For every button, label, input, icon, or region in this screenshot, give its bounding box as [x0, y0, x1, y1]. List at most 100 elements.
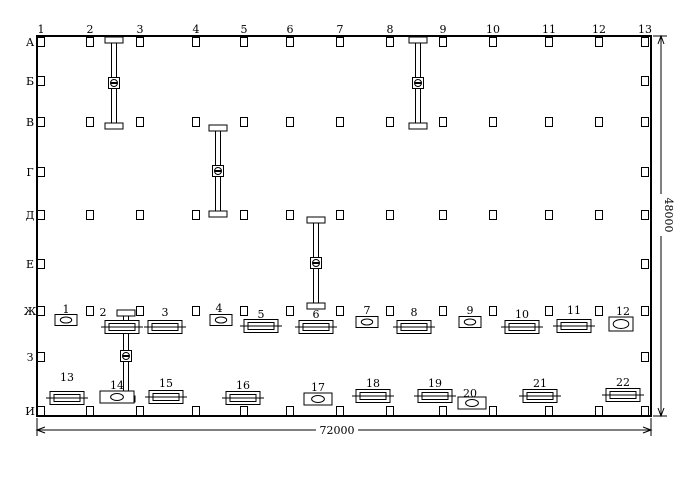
equipment-body	[355, 316, 379, 328]
equipment-vessel	[311, 395, 325, 403]
equipment-unit: 22	[602, 376, 644, 402]
equipment-unit: 16	[222, 379, 264, 405]
equipment-number: 8	[411, 306, 418, 319]
column-axis-label: 8	[387, 23, 394, 36]
building-column	[545, 406, 553, 416]
building-column	[641, 306, 649, 316]
building-column	[641, 352, 649, 362]
crane-end-truck	[306, 302, 326, 310]
equipment-unit: 15	[145, 377, 187, 404]
equipment-number: 4	[216, 302, 223, 315]
equipment-unit: 11	[553, 304, 595, 333]
building-column	[86, 210, 94, 220]
equipment-number: 17	[311, 381, 325, 394]
equipment-number: 13	[60, 371, 74, 384]
equipment-vessel	[465, 399, 479, 407]
equipment-number: 6	[313, 308, 320, 321]
building-column	[240, 306, 248, 316]
building-column	[136, 210, 144, 220]
row-axis-label: Д	[26, 209, 35, 222]
building-column	[286, 117, 294, 127]
crane	[408, 36, 428, 130]
building-column	[641, 210, 649, 220]
equipment-number: 2	[100, 306, 107, 319]
building-column	[545, 37, 553, 47]
building-column	[286, 406, 294, 416]
building-column	[136, 117, 144, 127]
equipment-unit: 13	[46, 371, 88, 405]
equipment-unit: 3	[144, 306, 186, 334]
building-column	[386, 210, 394, 220]
building-column	[336, 117, 344, 127]
equipment-unit: 12	[608, 305, 634, 332]
row-axis-label: З	[27, 351, 34, 364]
building-column	[595, 306, 603, 316]
building-column	[489, 306, 497, 316]
row-axis-label: Ж	[24, 305, 37, 318]
building-column	[595, 117, 603, 127]
equipment-number: 19	[428, 377, 442, 390]
equipment-vessel	[214, 316, 228, 324]
building-column	[386, 117, 394, 127]
equipment-unit: 4	[209, 302, 233, 326]
equipment-unit: 2	[100, 306, 143, 334]
dimension-label-bg	[654, 194, 668, 236]
building-column	[37, 117, 45, 127]
building-column	[136, 37, 144, 47]
arrow-up	[657, 34, 665, 45]
column-axis-label: 11	[542, 23, 556, 36]
arrow-left	[35, 426, 46, 434]
equipment-number: 5	[258, 308, 265, 321]
overall-width-label: 72000	[320, 424, 355, 437]
building-column	[37, 76, 45, 86]
building-column	[336, 37, 344, 47]
building-column	[439, 210, 447, 220]
building-column	[489, 406, 497, 416]
building-column	[192, 210, 200, 220]
building-column	[336, 406, 344, 416]
building-column	[136, 406, 144, 416]
equipment-number: 7	[364, 304, 371, 317]
column-axis-label: 12	[592, 23, 606, 36]
building-column	[439, 37, 447, 47]
building-column	[439, 117, 447, 127]
equipment-number: 20	[463, 387, 477, 400]
building-column	[595, 210, 603, 220]
crane	[208, 124, 228, 218]
building-column	[641, 406, 649, 416]
equipment-unit: 1	[54, 303, 78, 326]
building-column	[545, 306, 553, 316]
building-column	[192, 37, 200, 47]
equipment-body	[457, 396, 487, 410]
equipment-unit: 6	[295, 308, 337, 334]
equipment-number: 1	[63, 303, 70, 316]
building-column	[37, 352, 45, 362]
building-column	[641, 37, 649, 47]
building-column	[37, 406, 45, 416]
building-column	[86, 306, 94, 316]
column-axis-label: 7	[337, 23, 344, 36]
column-axis-label: 5	[241, 23, 248, 36]
building-column	[86, 37, 94, 47]
overall-height-label: 48000	[662, 198, 675, 233]
crane-end-truck	[104, 36, 124, 44]
building-column	[336, 210, 344, 220]
building-column	[286, 210, 294, 220]
equipment-number: 11	[567, 304, 581, 317]
building-column	[136, 306, 144, 316]
row-axis-label: В	[26, 116, 34, 129]
equipment-body	[54, 314, 78, 326]
crane-end-truck	[104, 122, 124, 130]
equipment-unit: 20	[457, 387, 487, 410]
building-column	[439, 406, 447, 416]
equipment-unit: 19	[414, 377, 456, 403]
equipment-unit: 18	[352, 377, 394, 403]
crane-end-truck	[208, 124, 228, 132]
building-column	[386, 306, 394, 316]
column-axis-label: 6	[287, 23, 294, 36]
building-column	[489, 37, 497, 47]
equipment-vessel	[59, 316, 73, 324]
crane-end-truck	[116, 309, 136, 317]
building-column	[595, 406, 603, 416]
